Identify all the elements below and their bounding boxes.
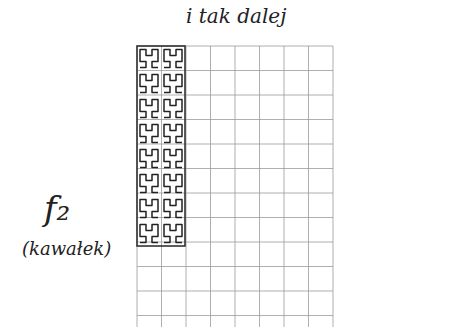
grid-line bbox=[210, 46, 211, 327]
grid-line bbox=[137, 266, 333, 267]
handwritten-label: (kawałek) bbox=[22, 238, 111, 259]
grid-line bbox=[137, 315, 333, 316]
curve-piece bbox=[164, 50, 182, 68]
grid-line bbox=[137, 95, 333, 96]
curve-piece bbox=[140, 100, 158, 118]
grid-line bbox=[235, 46, 236, 327]
curve-piece bbox=[140, 150, 158, 168]
curve-piece bbox=[140, 125, 158, 143]
curve-piece bbox=[140, 225, 158, 243]
curve-piece bbox=[140, 200, 158, 218]
curve-piece bbox=[140, 175, 158, 193]
grid-line bbox=[137, 291, 333, 292]
hilbert-curve bbox=[140, 50, 182, 243]
curve-piece bbox=[140, 50, 158, 68]
curve-piece bbox=[164, 225, 182, 243]
curve-piece bbox=[164, 175, 182, 193]
curve-piece bbox=[164, 75, 182, 93]
grid-line bbox=[284, 46, 285, 327]
grid-line bbox=[333, 46, 334, 327]
grid-line bbox=[137, 144, 333, 145]
curve-frame bbox=[137, 46, 185, 246]
handwritten-label: f₂ bbox=[44, 188, 70, 228]
grid-line bbox=[259, 46, 260, 327]
grid-lines bbox=[137, 46, 333, 327]
curve-piece bbox=[140, 75, 158, 93]
grid-line bbox=[308, 46, 309, 327]
curve-piece bbox=[164, 150, 182, 168]
handwritten-label: i tak dalej bbox=[186, 4, 286, 28]
curve-piece bbox=[164, 100, 182, 118]
grid-line bbox=[137, 70, 333, 71]
grid-line bbox=[161, 46, 162, 327]
curve-piece bbox=[164, 125, 182, 143]
curve-piece bbox=[164, 200, 182, 218]
grid-line bbox=[137, 119, 333, 120]
